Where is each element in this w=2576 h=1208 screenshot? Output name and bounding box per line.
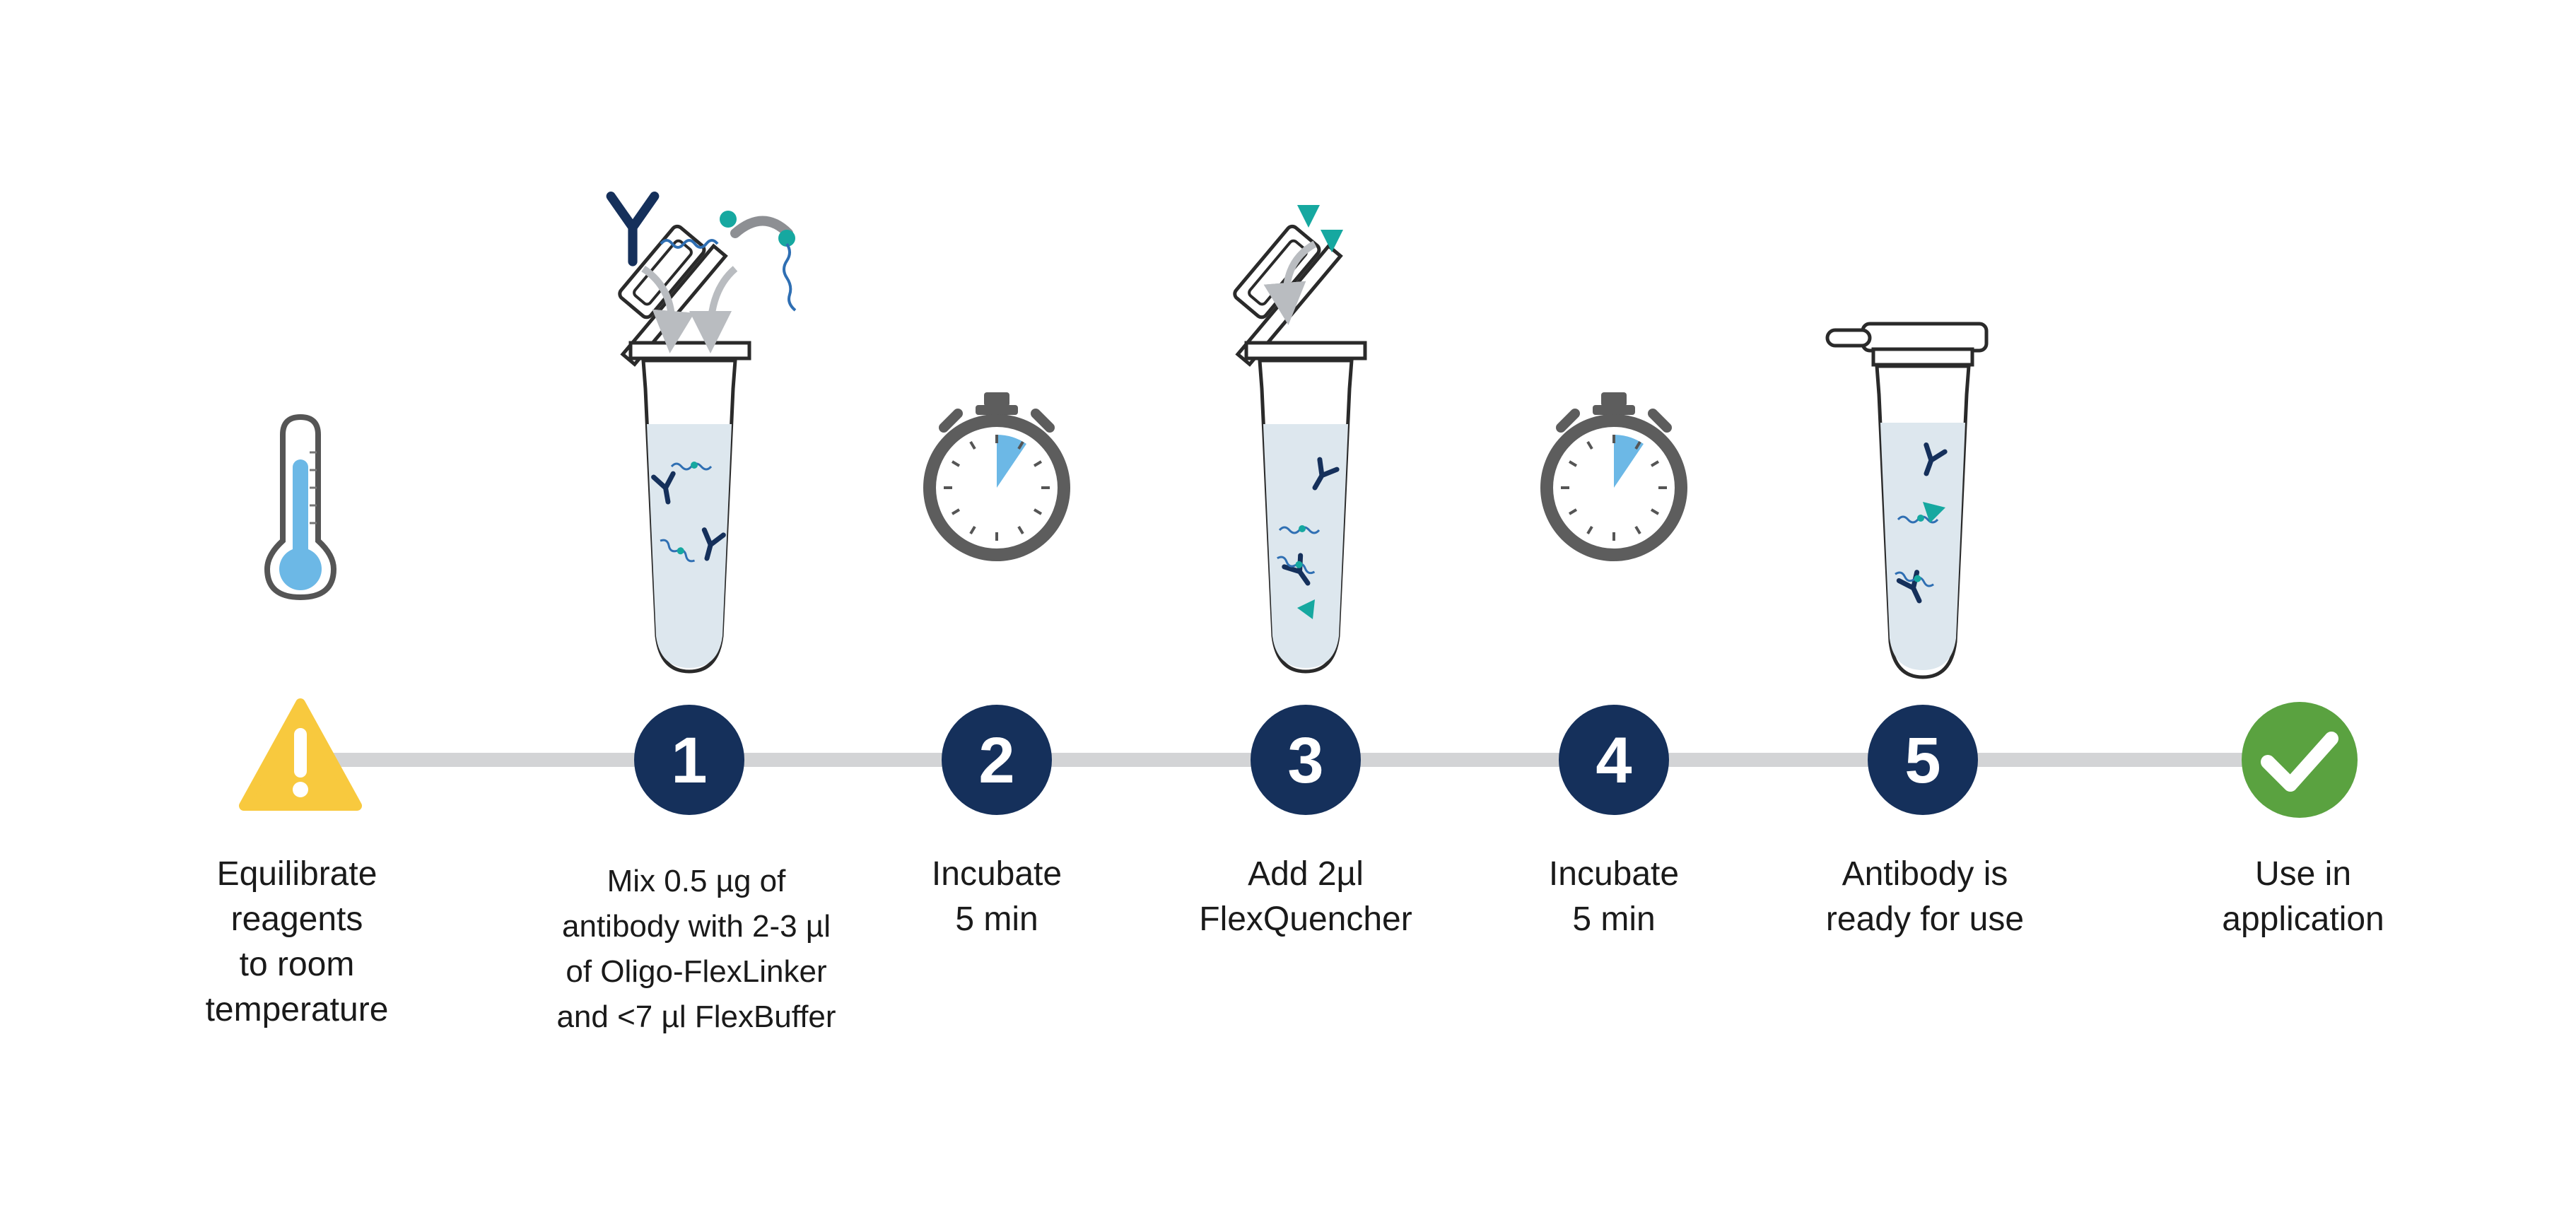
- checkmark-icon: [2242, 702, 2358, 818]
- step-3-number: 3: [1287, 725, 1323, 797]
- step-2-number: 2: [978, 725, 1014, 797]
- tube-step-1-icon: [606, 191, 797, 672]
- step-0-label: Equilibrate reagents to room temperature: [205, 855, 389, 1028]
- step-6-label: Use in application: [2222, 855, 2384, 938]
- step-4-number: 4: [1596, 725, 1632, 797]
- step-5-marker: 5: [1868, 705, 1978, 815]
- stopwatch-step-4-icon: [1540, 392, 1687, 561]
- step-3-marker: 3: [1251, 705, 1361, 815]
- step-4-label: Incubate 5 min: [1548, 855, 1680, 938]
- step-3-label: Add 2µl FlexQuencher: [1199, 855, 1412, 938]
- warning-icon: [239, 698, 362, 811]
- step-5-label: Antibody is ready for use: [1825, 855, 2025, 938]
- step-5-number: 5: [1904, 725, 1940, 797]
- tube-step-3-icon: [1233, 205, 1367, 672]
- step-4-marker: 4: [1559, 705, 1669, 815]
- thermometer-icon: [264, 414, 337, 601]
- step-2-marker: 2: [942, 705, 1052, 815]
- tube-step-5-icon: [1825, 322, 1989, 677]
- stopwatch-step-2-icon: [923, 392, 1070, 561]
- step-1-label: Mix 0.5 µg of antibody with 2-3 µl of Ol…: [556, 864, 836, 1034]
- step-1-marker: 1: [634, 705, 744, 815]
- step-2-label: Incubate 5 min: [931, 855, 1062, 938]
- step-1-number: 1: [671, 725, 707, 797]
